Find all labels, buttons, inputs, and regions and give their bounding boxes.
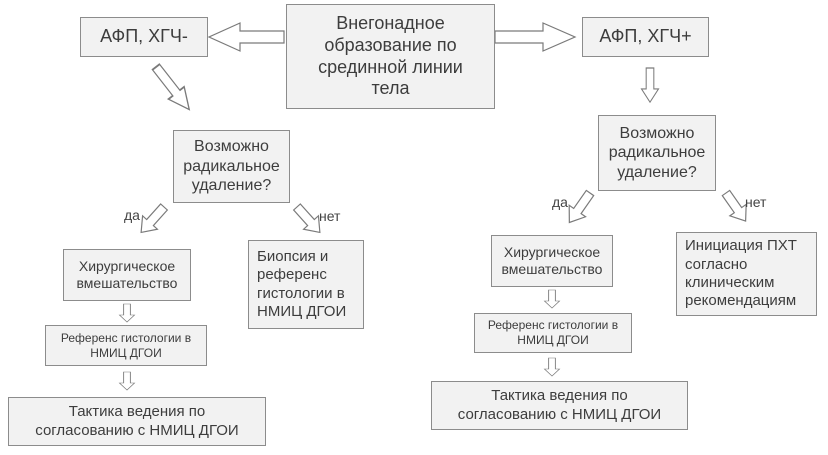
node-left-surgery: Хирургическое вмешательство [63, 249, 191, 301]
node-center: Внегонадное образование по срединной лин… [286, 4, 495, 109]
label-left-no: нет [319, 208, 341, 224]
arrow-center-to-right [494, 22, 577, 52]
node-right-tactics: Тактика ведения по согласованию с НМИЦ Д… [431, 381, 688, 430]
label-right-yes: да [552, 194, 568, 210]
node-right-chemo: Инициация ПХТ согласно клиническим реком… [676, 232, 817, 316]
node-right-reference: Референс гистологии в НМИЦ ДГОИ [474, 313, 632, 353]
arrow-right-reference-to-tactics [544, 357, 560, 377]
arrow-center-to-left [207, 22, 285, 52]
arrow-left-surgery-to-reference [119, 303, 135, 323]
node-left-question: Возможно радикальное удаление? [173, 130, 290, 203]
label-left-yes: да [124, 207, 140, 223]
arrow-left-marker-to-question [147, 60, 198, 117]
label-right-no: нет [745, 194, 767, 210]
node-right-marker: АФП, ХГЧ+ [582, 17, 709, 57]
node-left-tactics: Тактика ведения по согласованию с НМИЦ Д… [8, 397, 266, 446]
node-right-question: Возможно радикальное удаление? [598, 115, 716, 191]
arrow-right-surgery-to-reference [544, 289, 560, 309]
node-right-surgery: Хирургическое вмешательство [491, 235, 613, 287]
arrow-left-reference-to-tactics [119, 371, 135, 391]
arrow-right-marker-to-question [640, 67, 660, 103]
node-left-biopsy: Биопсия и референс гистологии в НМИЦ ДГО… [248, 240, 364, 329]
node-left-reference: Референс гистологии в НМИЦ ДГОИ [45, 325, 207, 366]
node-left-marker: АФП, ХГЧ- [80, 17, 208, 57]
